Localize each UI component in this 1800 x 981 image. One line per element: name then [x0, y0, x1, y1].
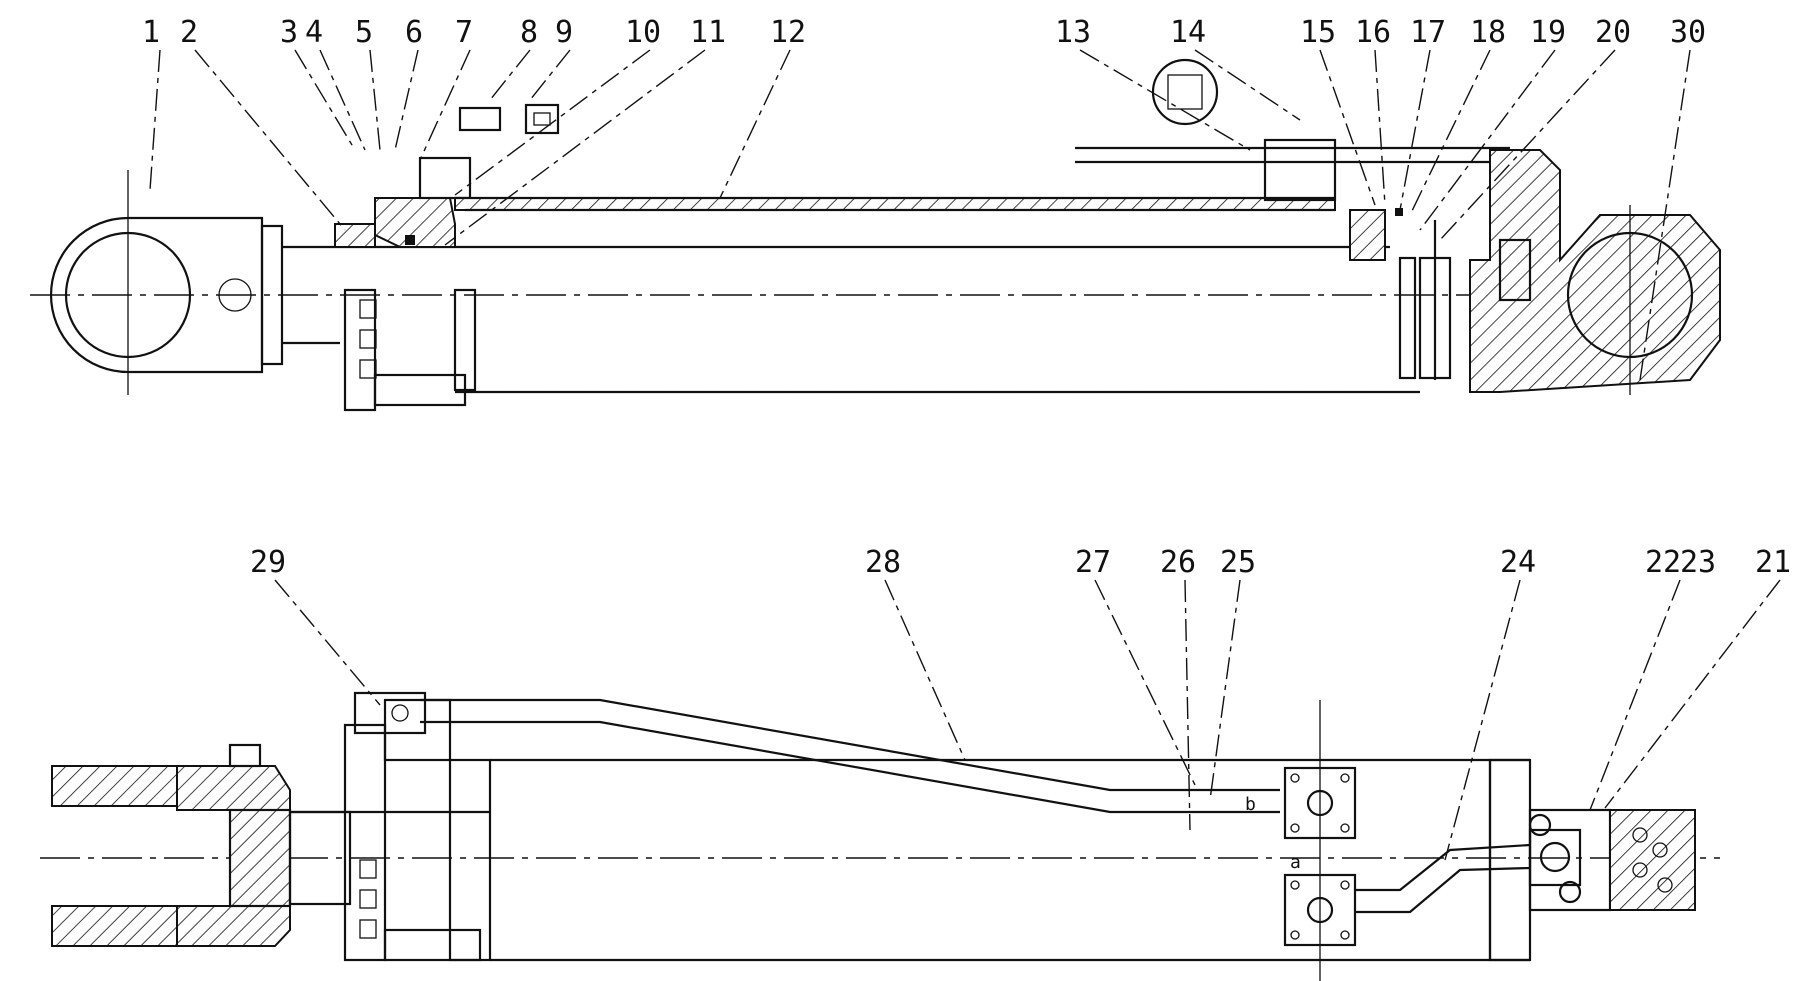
- cylinder-barrel: [454, 196, 1420, 394]
- callout-12: 12: [770, 15, 806, 50]
- pipe-flange-b: b: [1245, 700, 1357, 981]
- piston: [1349, 208, 1452, 380]
- callout-7: 7: [455, 15, 473, 50]
- top-sectional-view: 1 2 3 4 5 6 7 8 9 10 11 12 13 14 15 16 1…: [30, 15, 1721, 412]
- oil-pipe-short: [1355, 813, 1582, 914]
- oil-pipe-long: [353, 691, 1280, 814]
- callout-16: 16: [1355, 15, 1391, 50]
- callout-28: 28: [865, 545, 901, 580]
- bottom-leader-lines: [274, 579, 1781, 861]
- callout-10: 10: [625, 15, 661, 50]
- callout-19: 19: [1530, 15, 1566, 50]
- callout-13: 13: [1055, 15, 1091, 50]
- callout-9: 9: [555, 15, 573, 50]
- callout-22: 22: [1645, 545, 1681, 580]
- cap-end-eye: [1469, 149, 1721, 395]
- bottom-outline-view: b a 29 28 27 26 25 24: [40, 545, 1791, 981]
- top-callout-labels: 1 2 3 4 5 6 7 8 9 10 11 12 13 14 15 16 1…: [142, 15, 1706, 50]
- guide-sleeve: [334, 156, 477, 412]
- cylinder-barrel-bottom: [490, 758, 1696, 962]
- port-a-label: a: [1290, 852, 1301, 873]
- rod-and-gland-bottom: [290, 698, 492, 962]
- callout-11: 11: [690, 15, 726, 50]
- callout-25: 25: [1220, 545, 1256, 580]
- callout-30: 30: [1670, 15, 1706, 50]
- pipe-flange-a: a: [1283, 852, 1357, 947]
- callout-21: 21: [1755, 545, 1791, 580]
- callout-26: 26: [1160, 545, 1196, 580]
- bottom-callout-labels: 29 28 27 26 25 24 22 23 21: [250, 545, 1791, 580]
- oil-tube-top: [458, 58, 1510, 202]
- rod-end-clevis: [51, 743, 352, 947]
- callout-15: 15: [1300, 15, 1336, 50]
- piston-rod: [282, 245, 1390, 345]
- callout-17: 17: [1410, 15, 1446, 50]
- callout-1: 1: [142, 15, 160, 50]
- callout-27: 27: [1075, 545, 1111, 580]
- port-b-label: b: [1245, 794, 1256, 815]
- callout-6: 6: [405, 15, 423, 50]
- callout-5: 5: [355, 15, 373, 50]
- callout-20: 20: [1595, 15, 1631, 50]
- callout-29: 29: [250, 545, 286, 580]
- callout-14: 14: [1170, 15, 1206, 50]
- callout-24: 24: [1500, 545, 1536, 580]
- top-leader-lines: [149, 49, 1691, 381]
- callout-2: 2: [180, 15, 198, 50]
- callout-3: 3: [280, 15, 298, 50]
- callout-18: 18: [1470, 15, 1506, 50]
- callout-23: 23: [1680, 545, 1716, 580]
- callout-8: 8: [520, 15, 538, 50]
- rod-end-eye: [49, 170, 284, 395]
- callout-4: 4: [305, 15, 323, 50]
